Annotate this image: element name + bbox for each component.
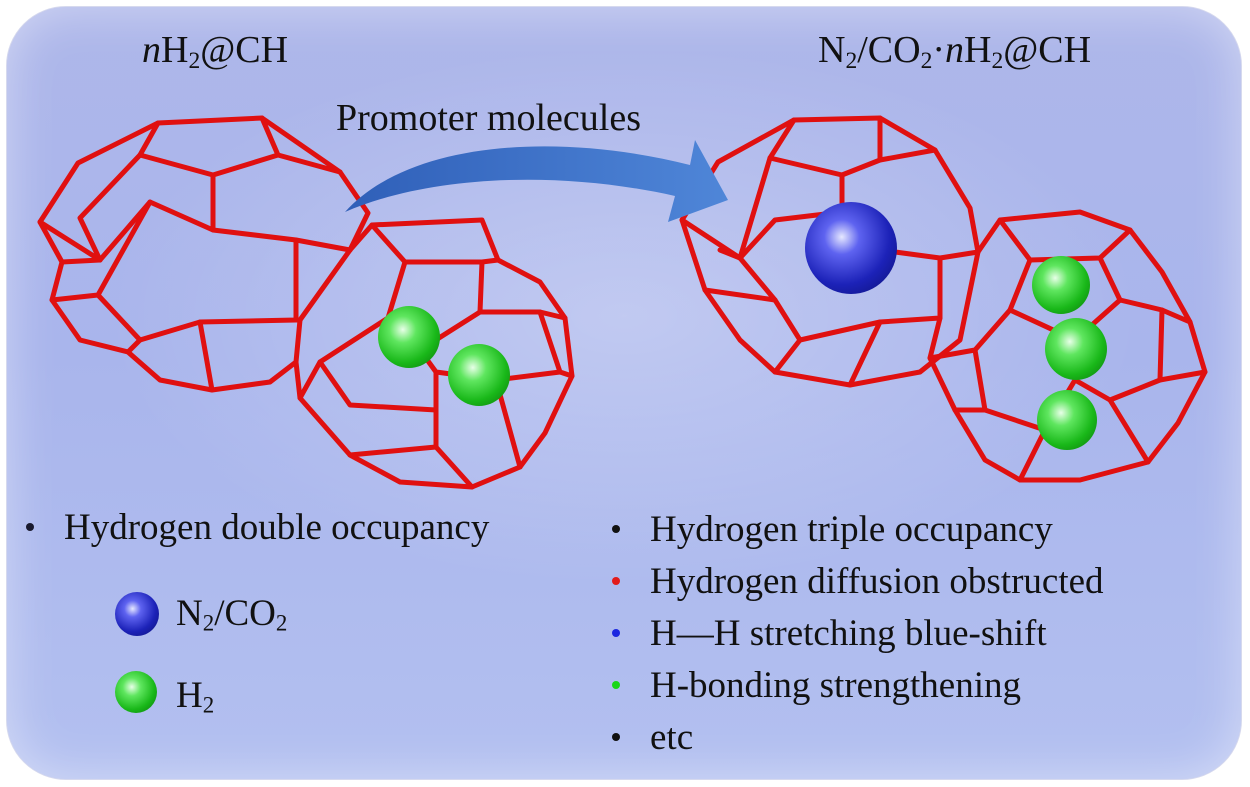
bullet-dot: [612, 732, 620, 741]
h2-molecule: [448, 344, 510, 406]
h2-molecule: [1037, 390, 1097, 450]
right-small-cage: [927, 209, 1208, 483]
right-bullet-item: Hydrogen diffusion obstructed: [612, 560, 1104, 603]
right-title: N2/CO2·nH2@CH: [818, 29, 1092, 74]
bullet-dot: [612, 576, 620, 585]
h2-molecule: [378, 306, 440, 368]
left-bullet-item: Hydrogen double occupancy: [26, 506, 489, 549]
bullet-dot: [26, 522, 34, 531]
right-bullet-item: etc: [612, 716, 693, 759]
n2-co2-molecule: [805, 202, 897, 294]
legend-n2-co2-label: N2/CO2: [176, 593, 288, 636]
bullet-dot: [612, 524, 620, 533]
legend-h2-label: H2: [176, 675, 215, 718]
right-bullet-item: H-bonding strengthening: [612, 664, 1021, 707]
legend-h2-swatch: [115, 671, 157, 713]
promoter-arrow: [345, 140, 728, 222]
bullet-dot: [612, 680, 620, 689]
right-bullet-item: H—H stretching blue-shift: [612, 612, 1047, 655]
left-title: nH2@CH: [142, 29, 289, 74]
legend-n2-co2-swatch: [115, 592, 159, 636]
diagram-panel: [6, 6, 1242, 780]
h2-molecule: [1032, 256, 1090, 314]
h2-molecule: [1045, 318, 1107, 380]
bullet-dot: [612, 628, 620, 637]
arrow-label: Promoter molecules: [336, 97, 641, 139]
left-large-cage: [37, 115, 371, 393]
right-bullet-item: Hydrogen triple occupancy: [612, 508, 1053, 551]
